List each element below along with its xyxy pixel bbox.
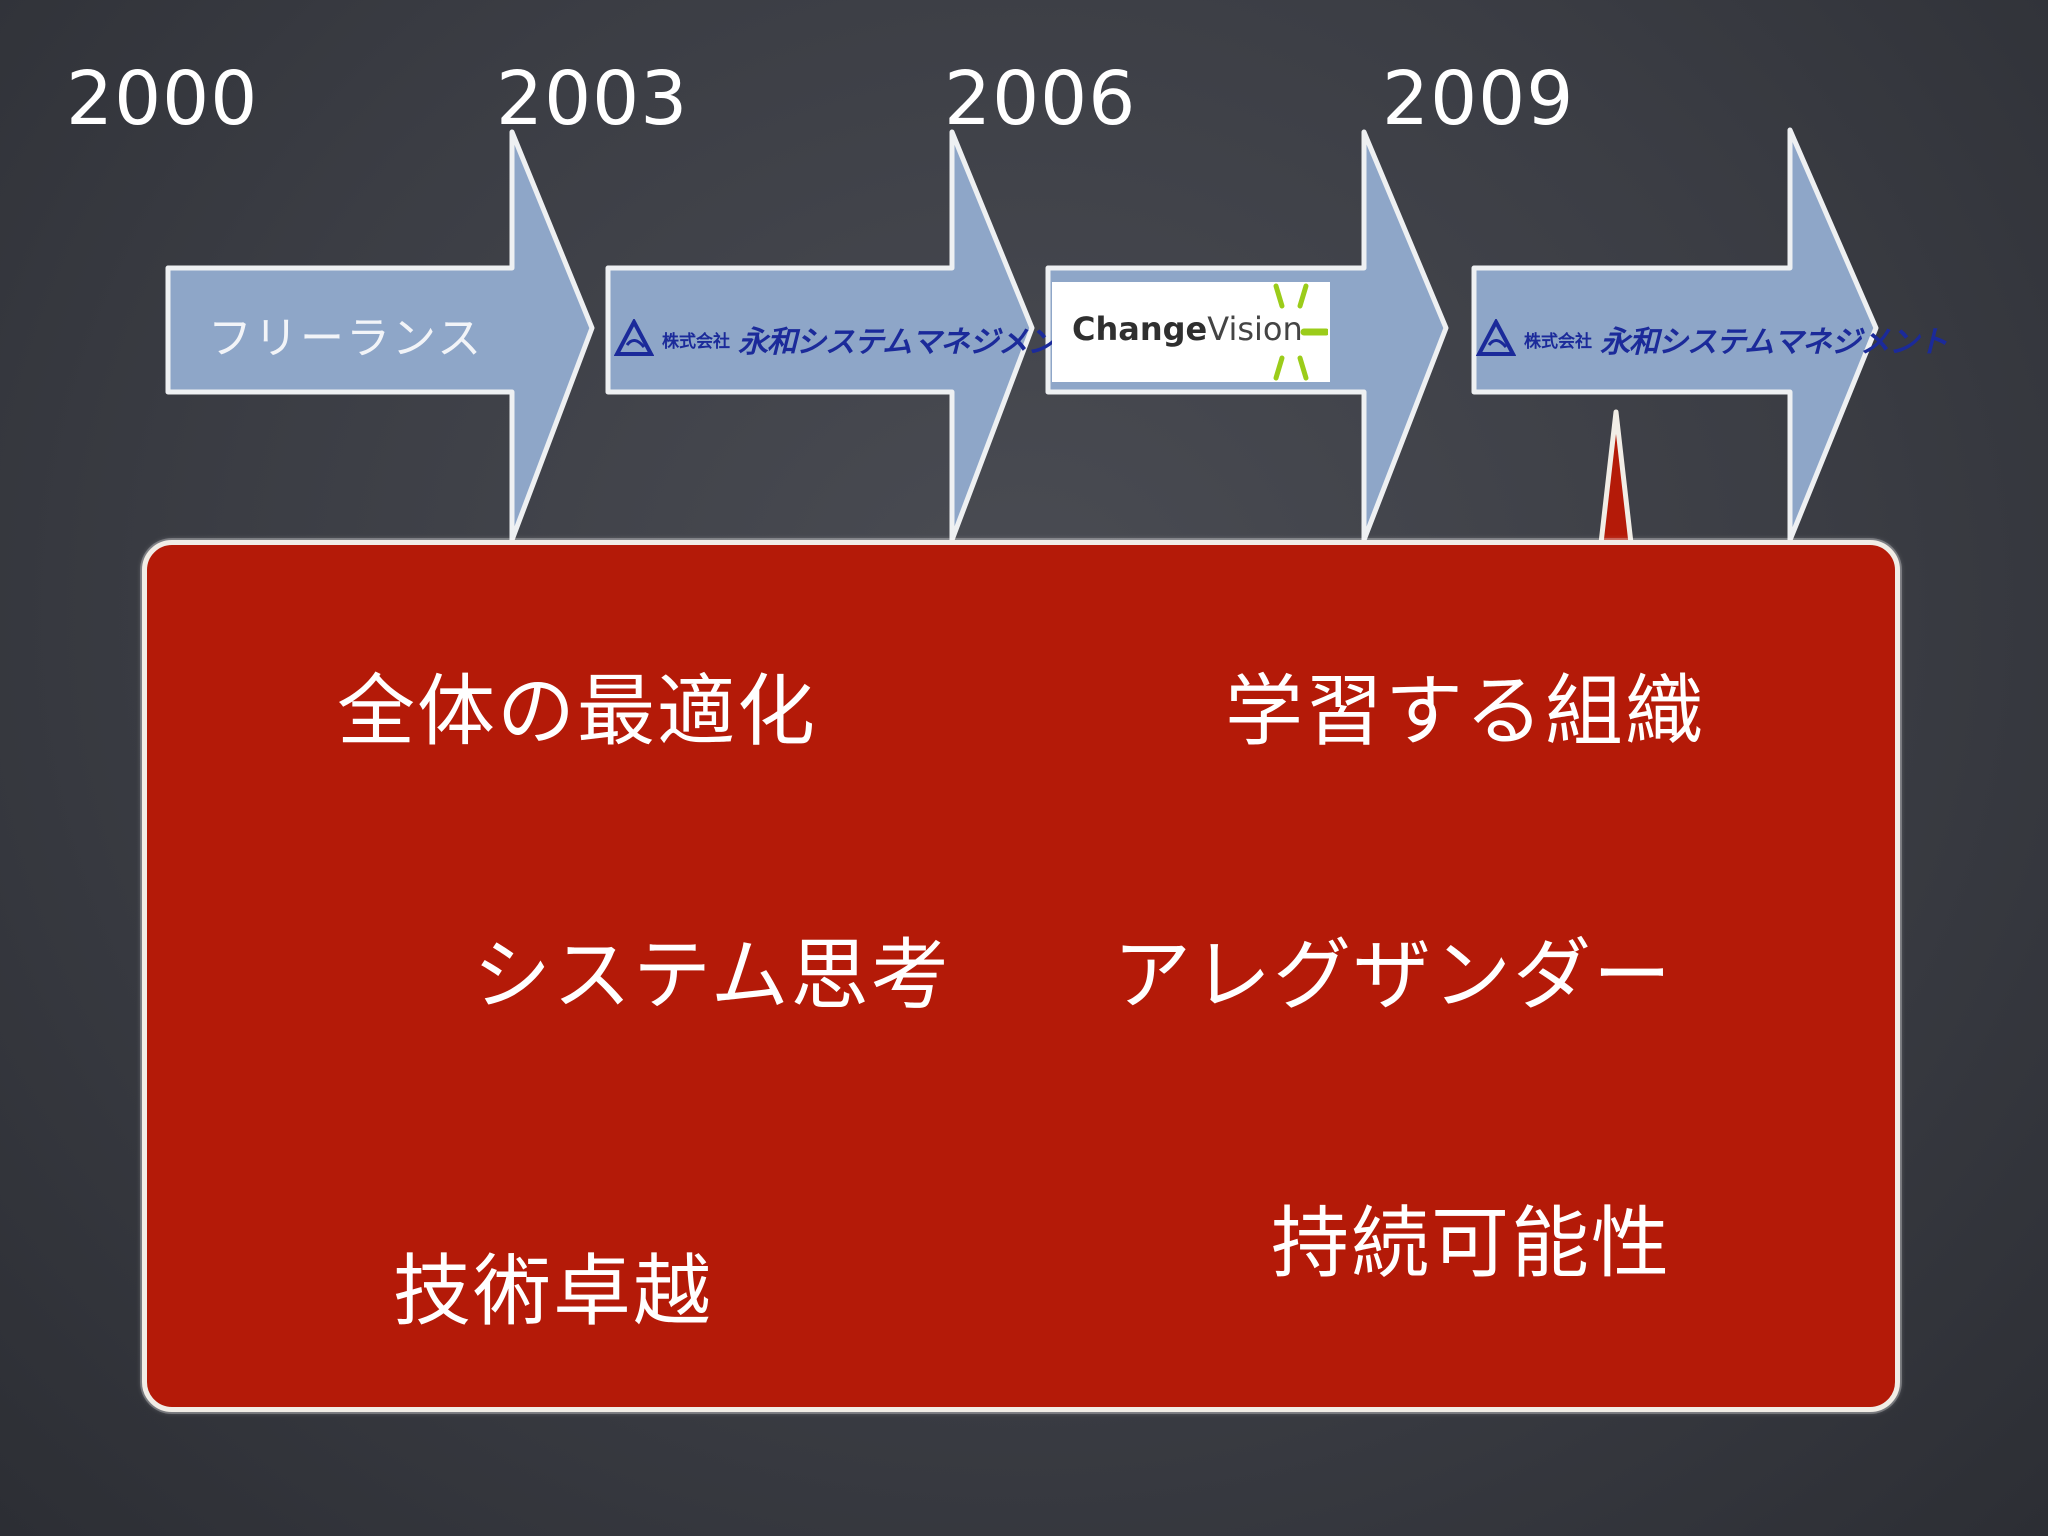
logo-word-light: Vision [1207, 310, 1303, 348]
company-name-text: 永和システムマネジメント [1600, 325, 1948, 360]
concept-sustainability: 持続可能性 [1271, 1199, 1672, 1289]
year-label: 2006 [944, 56, 1137, 142]
eiwa-system-logo: 株式会社 永和システムマネジメント [1476, 312, 1948, 366]
timeline-arrow [165, 129, 595, 543]
company-type-text: 株式会社 [1524, 331, 1592, 352]
timeline-arrow [605, 129, 1035, 543]
company-name-text: 永和システムマネジメント [738, 325, 1086, 360]
year-label: 2009 [1382, 56, 1575, 142]
year-label: 2003 [496, 56, 689, 142]
concept-alexander: アレグザンダー [1113, 931, 1674, 1021]
changevision-logo: ChangeVision [1052, 282, 1330, 382]
concepts-panel: 全体の最適化 学習する組織 システム思考 アレグザンダー 技術卓越 持続可能性 [142, 540, 1900, 1412]
eiwa-triangle-icon [614, 319, 654, 356]
stage-freelance-label: フリーランス [208, 313, 484, 364]
callout-pointer [1597, 409, 1635, 555]
company-type-text: 株式会社 [662, 331, 730, 352]
year-label: 2000 [66, 56, 259, 142]
burst-icon [1273, 283, 1328, 381]
eiwa-triangle-icon [1476, 319, 1516, 356]
concept-systems-thinking: システム思考 [473, 931, 951, 1021]
logo-word-bold: Change [1072, 310, 1208, 348]
timeline-arrow [1471, 127, 1879, 543]
concept-overall-optimization: 全体の最適化 [337, 667, 818, 757]
concept-learning-organization: 学習する組織 [1225, 667, 1706, 757]
eiwa-system-logo: 株式会社 永和システムマネジメント [614, 312, 1086, 366]
concept-technical-excellence: 技術卓越 [393, 1247, 714, 1337]
